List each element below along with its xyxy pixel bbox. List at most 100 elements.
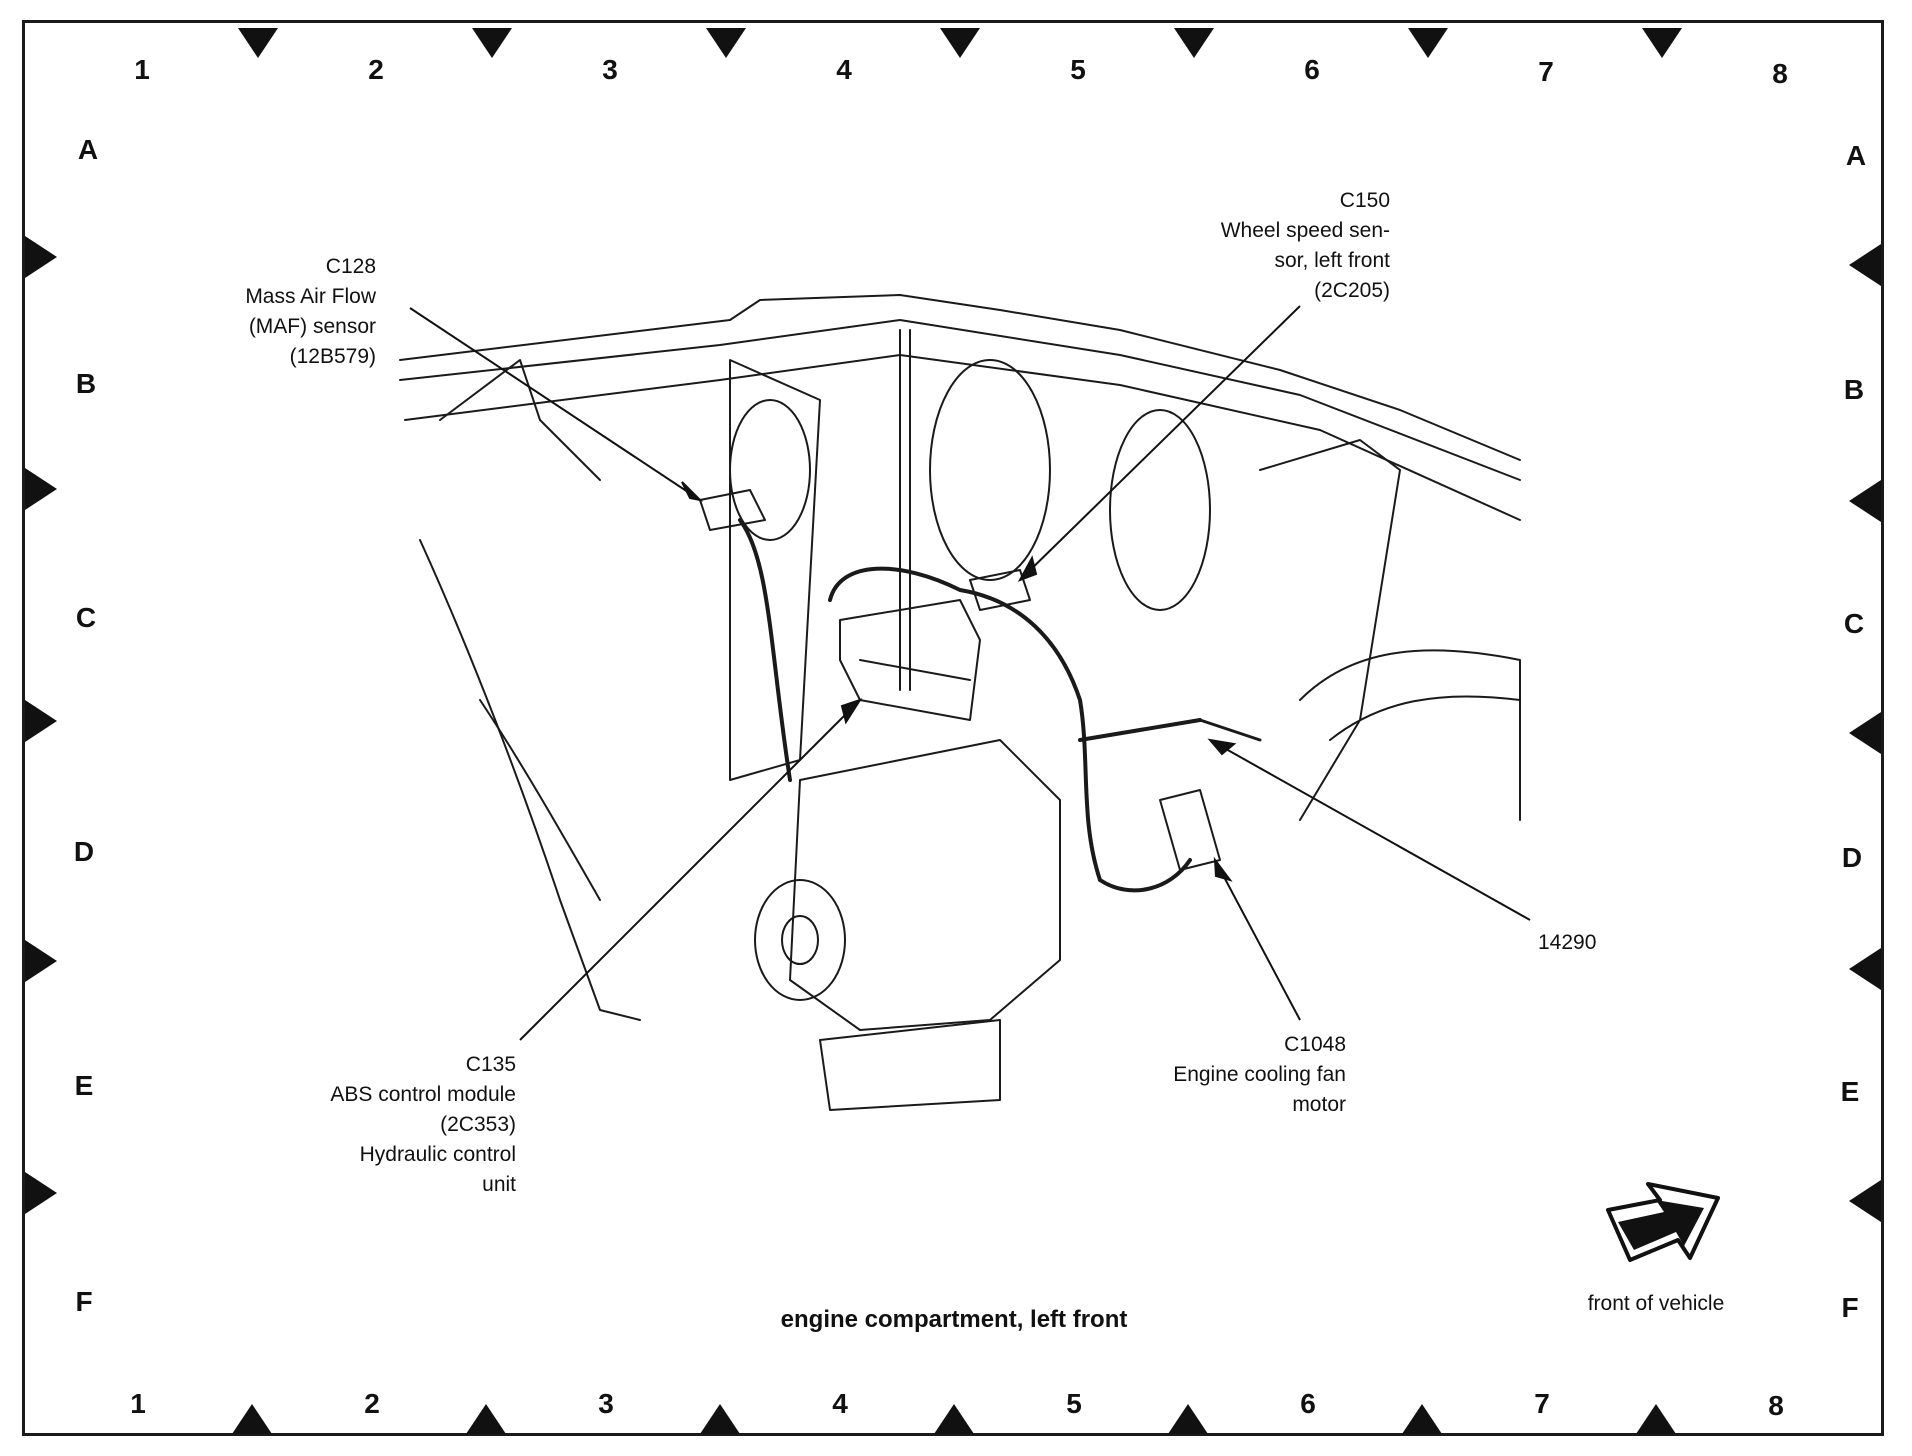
wheel-speed-connector xyxy=(969,569,1031,611)
grid-column-label: 5 xyxy=(1066,1388,1082,1419)
bottom-marker xyxy=(466,1404,506,1434)
callout-text: Hydraulic control xyxy=(359,1143,516,1166)
fan-shroud xyxy=(1259,439,1401,821)
grid-column-label: 3 xyxy=(602,54,618,85)
maf-connector xyxy=(699,489,766,531)
fender-apron-inner xyxy=(479,699,601,901)
grid-column-label: 6 xyxy=(1304,54,1320,85)
border-markers xyxy=(25,28,1881,1434)
callout-text: Wheel speed sen- xyxy=(1220,219,1390,242)
top-marker xyxy=(1408,28,1448,58)
grid-row-label: D xyxy=(73,836,95,867)
diagram-frame xyxy=(22,20,1884,1436)
leader-arrowhead xyxy=(1213,856,1233,882)
grid-row-label: E xyxy=(1840,1076,1860,1107)
left-marker xyxy=(25,468,57,510)
grid-column-label: 5 xyxy=(1070,54,1086,85)
top-marker xyxy=(238,28,278,58)
grid-column-label: 8 xyxy=(1772,58,1788,89)
harness-wire xyxy=(1078,718,1202,742)
hcu-bracket xyxy=(819,1019,1001,1111)
grid-column-label: 8 xyxy=(1768,1390,1784,1421)
pump-motor xyxy=(754,879,846,1001)
bottom-marker xyxy=(1636,1404,1676,1434)
grid-row-label: F xyxy=(1841,1292,1859,1323)
callout-id: 14290 xyxy=(1538,931,1597,954)
callout-text: Mass Air Flow xyxy=(245,285,376,308)
leader-arrowhead xyxy=(840,698,863,725)
leader-arrowhead xyxy=(681,481,704,502)
fan-motor-connector xyxy=(1159,789,1221,871)
bottom-marker xyxy=(700,1404,740,1434)
grid-column-label: 7 xyxy=(1538,56,1554,87)
pump-motor-center xyxy=(781,915,819,965)
grid-row-label: A xyxy=(77,134,99,165)
grid-column-label: 7 xyxy=(1534,1388,1550,1419)
callout-c135: C135 ABS control module (2C353) Hydrauli… xyxy=(280,1050,516,1200)
callout-id: C150 xyxy=(1339,189,1390,212)
grid-column-label: 3 xyxy=(598,1388,614,1419)
grid-row-label: D xyxy=(1841,842,1863,873)
callout-id: C135 xyxy=(465,1053,516,1076)
bottom-marker xyxy=(1402,1404,1442,1434)
harness-wire xyxy=(828,566,1102,882)
callout-text: unit xyxy=(482,1173,516,1196)
shock-tower xyxy=(729,359,821,781)
radiator-support-edge xyxy=(399,319,1521,481)
grid-row-label: C xyxy=(75,602,97,633)
left-marker xyxy=(25,1172,57,1214)
leader-14290 xyxy=(1209,739,1531,921)
callout-text: ABS control module xyxy=(330,1083,516,1106)
diagram-caption: engine compartment, left front xyxy=(780,1306,1128,1333)
grid-row-label: F xyxy=(75,1286,93,1317)
grid-column-label: 1 xyxy=(130,1388,146,1419)
top-marker xyxy=(472,28,512,58)
right-marker xyxy=(1849,712,1881,754)
grid-row-label: A xyxy=(1845,140,1867,171)
callout-14290: 14290 xyxy=(1538,928,1658,958)
callout-c128: C128 Mass Air Flow (MAF) sensor (12B579) xyxy=(190,252,376,372)
callout-id: C1048 xyxy=(1284,1033,1346,1056)
grid-column-label: 6 xyxy=(1300,1388,1316,1419)
hydraulic-control-unit xyxy=(789,739,1061,1031)
leader-lines xyxy=(409,305,1531,1041)
bottom-marker xyxy=(232,1404,272,1434)
arrow-up-right-icon xyxy=(1606,1182,1720,1262)
headlamp-opening xyxy=(929,359,1051,581)
bottom-marker xyxy=(934,1404,974,1434)
grid-column-label: 4 xyxy=(832,1388,848,1419)
radiator-support-top xyxy=(399,294,1521,461)
grid-column-label: 2 xyxy=(368,54,384,85)
grid-column-label: 4 xyxy=(836,54,852,85)
right-marker xyxy=(1849,948,1881,990)
leader-c150 xyxy=(1019,305,1301,581)
callout-text: (2C205) xyxy=(1314,279,1390,302)
grid-row-label: B xyxy=(75,368,97,399)
callout-c1048: C1048 Engine cooling fan motor xyxy=(1140,1030,1346,1120)
grid-column-label: 1 xyxy=(134,54,150,85)
left-marker xyxy=(25,700,57,742)
harness-wire xyxy=(1098,858,1192,893)
leader-arrowhead xyxy=(1017,555,1038,582)
radiator-support-lower xyxy=(404,354,1521,521)
top-marker xyxy=(1174,28,1214,58)
top-marker xyxy=(706,28,746,58)
right-marker xyxy=(1849,480,1881,522)
leader-c1048 xyxy=(1214,859,1301,1021)
leader-arrowhead xyxy=(1207,738,1237,756)
grid-row-label: B xyxy=(1843,374,1865,405)
callout-text: sor, left front xyxy=(1274,249,1390,272)
left-marker xyxy=(25,940,57,982)
fender-apron xyxy=(419,539,641,1021)
right-marker xyxy=(1849,244,1881,286)
right-marker xyxy=(1849,1180,1881,1222)
callout-c150: C150 Wheel speed sen- sor, left front (2… xyxy=(1170,186,1390,306)
callout-text: (MAF) sensor xyxy=(248,315,376,338)
harness-wire xyxy=(1198,718,1262,742)
apron-bracket xyxy=(439,359,601,481)
abs-control-module xyxy=(839,599,981,721)
leader-c135 xyxy=(519,699,861,1041)
top-marker xyxy=(1642,28,1682,58)
grid-row-label: E xyxy=(74,1070,94,1101)
